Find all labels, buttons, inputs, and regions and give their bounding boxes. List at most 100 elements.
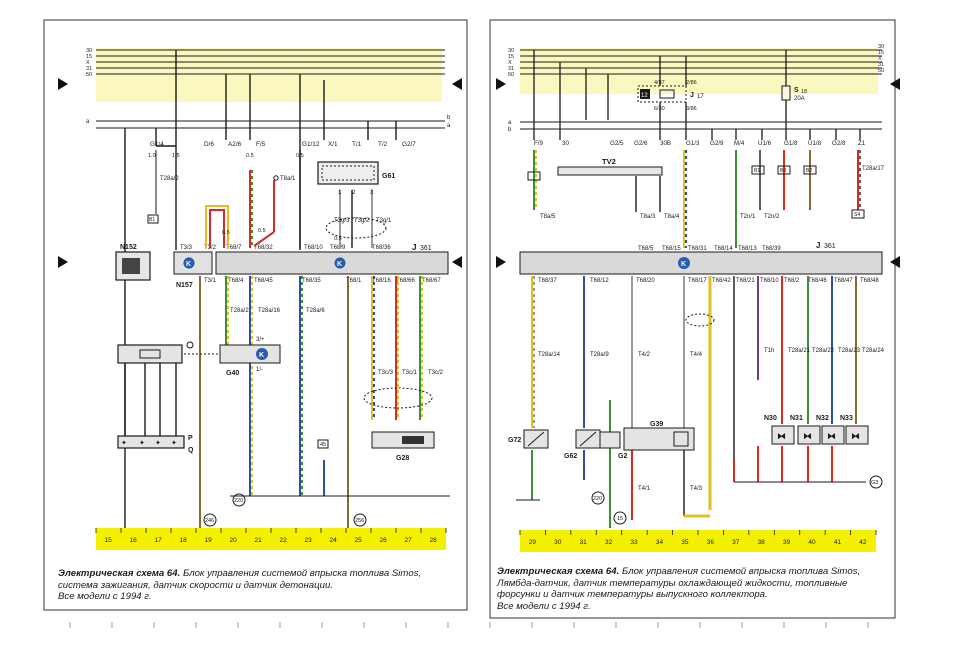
right-ecu-j361	[519, 251, 883, 275]
right-rail-label: 15	[878, 50, 884, 56]
ignition-switch-terminal-icon	[186, 341, 194, 349]
g39-shield	[685, 313, 715, 327]
right-rail-label: 31	[878, 62, 884, 68]
g40-k-label: K	[259, 352, 264, 359]
grid-number: 21	[255, 537, 263, 544]
connector-label: T4/2	[638, 352, 651, 358]
ecu-pin-label: T68/20	[636, 278, 655, 284]
ecu-pin-label: T68/39	[762, 246, 781, 252]
injector-valve-icon: ⧓	[777, 431, 786, 441]
left-power-rails	[96, 49, 445, 75]
g39-label: G39	[650, 421, 663, 428]
relay-j17	[637, 85, 687, 103]
g40-label: G40	[226, 370, 239, 377]
ecu-pin-label: T68/4	[228, 278, 244, 284]
connector-label: T3c/2	[428, 370, 444, 376]
connector-label: T3g/3	[334, 218, 350, 224]
fuse-number: 18	[801, 89, 807, 95]
connector-label: Z1	[858, 140, 866, 147]
connector-label: G2/9	[710, 140, 724, 147]
left-page-next-arrow-icon	[452, 78, 462, 90]
connector-label: G1/12	[302, 141, 320, 148]
grid-number: 39	[783, 539, 791, 546]
right-page-next-arrow-icon	[890, 78, 900, 90]
left-k-marker-icon	[182, 256, 196, 270]
injector-label: N33	[840, 415, 853, 422]
connector-label: D/6	[204, 141, 214, 148]
connector-label: G1/3	[686, 140, 700, 147]
fuse-s18-icon	[781, 85, 791, 101]
connector-label: G2/8	[832, 140, 846, 147]
edge-ticks	[69, 622, 869, 628]
ecu-pin-label: T68/35	[302, 278, 321, 284]
grid-number: 37	[732, 539, 740, 546]
connector-label: T28a/14	[538, 352, 561, 358]
g39-heater-icon	[673, 431, 689, 447]
right-ecu-k-marker-icon	[678, 257, 690, 269]
spark-plug-icon: ✦	[121, 439, 127, 447]
left-caption-line2: система зажигания, датчик скорости и дат…	[58, 579, 333, 591]
right-rail-label: 15	[508, 54, 514, 60]
left-bus-label-a-right: a	[447, 123, 451, 129]
ecu-pin-label: T68/46	[808, 278, 827, 284]
ecu-pin-label: T68/9	[330, 245, 346, 251]
right-caption-line2: Лямбда-датчик, датчик температуры охлажд…	[497, 577, 848, 589]
tv2-label: TV2	[602, 157, 616, 166]
left-caption-line1: Электрическая схема 64. Блок управления …	[58, 568, 458, 580]
left-caption-text: Блок управления системой впрыска топлива…	[180, 568, 422, 579]
relay-ref-label: B1	[149, 217, 155, 223]
right-bus-label-a: a	[508, 120, 512, 126]
connector-label: T28a/17	[862, 166, 885, 172]
connector-label: T4/3	[690, 486, 703, 492]
injector-n33	[845, 425, 869, 445]
connector-label: T28a/22	[812, 348, 835, 354]
connector-label: T3c/3	[378, 370, 394, 376]
g40-pin-minus: 1/-	[256, 367, 263, 373]
thermistor-icon	[579, 431, 597, 447]
right-caption-line1: Электрическая схема 64. Блок управления …	[497, 566, 889, 578]
left-ecu-name: J	[412, 243, 416, 252]
connector-label: T28a/16	[258, 308, 281, 314]
ecu-pin-label: T3/3	[180, 245, 193, 251]
ecu-pin-label: T68/1	[346, 278, 362, 284]
spark-plug-icon: ✦	[171, 439, 177, 447]
right-caption-line3: форсунки и датчик температуры выпускного…	[497, 589, 768, 600]
left-ecu-number: 361	[420, 245, 432, 252]
g61-inner	[321, 165, 375, 181]
right-rail-label: X	[878, 56, 882, 62]
g40-sensor	[219, 344, 281, 364]
ecu-pin-label: T68/10	[760, 278, 779, 284]
left-lower-connector-labels: T28a/16 T28a/6 T3c/3 T3c/1 T3c/2 T28a/2	[230, 308, 444, 376]
injector-n32	[821, 425, 845, 445]
n152-label: N152	[120, 244, 137, 251]
right-relay-refs: B1 B3 B2 S4	[527, 165, 865, 219]
grid-number: 26	[380, 537, 388, 544]
left-rail-label: 15	[86, 54, 92, 60]
pin-mark: 3	[370, 190, 374, 196]
ecu-pin-label: T68/42	[712, 278, 731, 284]
left-caption-line3: Все модели с 1994 г.	[58, 591, 152, 602]
grid-number: 29	[529, 539, 537, 546]
left-rail-highlight	[96, 48, 442, 102]
n157-label: N157	[176, 282, 193, 289]
left-wire-sizes: 1.0 1.5 0.5 0.5 0.5 0.5 0.5	[148, 153, 342, 242]
left-wires-black	[124, 50, 397, 528]
g62-label: G62	[564, 453, 577, 460]
right-rail-label: 30	[878, 44, 884, 50]
connector-label: F/9	[534, 140, 543, 147]
ecu-pin-label: T68/13	[738, 246, 757, 252]
g28-core	[402, 436, 424, 444]
left-page-frame	[43, 19, 468, 611]
spark-plugs-block	[117, 435, 185, 449]
left-rail-label: X	[86, 60, 90, 66]
relay-ref-label: B3	[780, 168, 786, 174]
left-wires-upper-colored	[205, 150, 373, 248]
connector-label: T4/4	[690, 352, 703, 358]
wire-size: 0.5	[246, 153, 254, 159]
left-wires-lower	[199, 276, 423, 528]
ground-ref: 220	[593, 496, 602, 502]
right-diagram: 30 15 X 31 50 30 15 X 31 50 a b 12 J 17 …	[496, 44, 900, 552]
connector-label: T/1	[352, 141, 362, 148]
